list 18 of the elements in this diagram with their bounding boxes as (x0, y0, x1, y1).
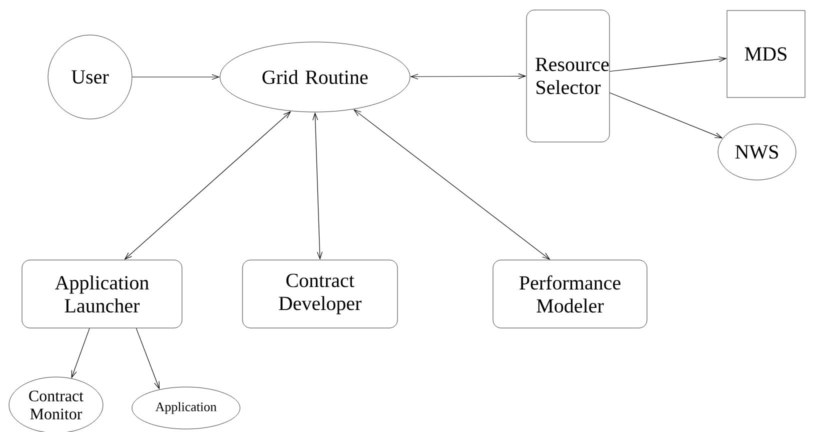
arrow (71, 328, 90, 378)
arrow (410, 73, 526, 80)
arrow (609, 92, 723, 138)
arrow (124, 111, 292, 260)
square-box: MDS (726, 10, 806, 98)
ellipse-node: NWS (718, 124, 796, 180)
arrow (136, 328, 160, 390)
ellipse-node: Application (132, 386, 240, 430)
rounded-box: Application Launcher (22, 260, 182, 328)
rounded-box: Contract Developer (242, 260, 398, 328)
arrow (609, 56, 727, 72)
rounded-box: Resource Selector (526, 10, 610, 142)
arrow (353, 109, 550, 260)
ellipse-node: Grid Routine (220, 42, 410, 112)
circle-node: User (48, 34, 132, 120)
rounded-box: Performance Modeler (492, 260, 648, 328)
arrow (312, 112, 323, 260)
arrow (132, 74, 220, 80)
